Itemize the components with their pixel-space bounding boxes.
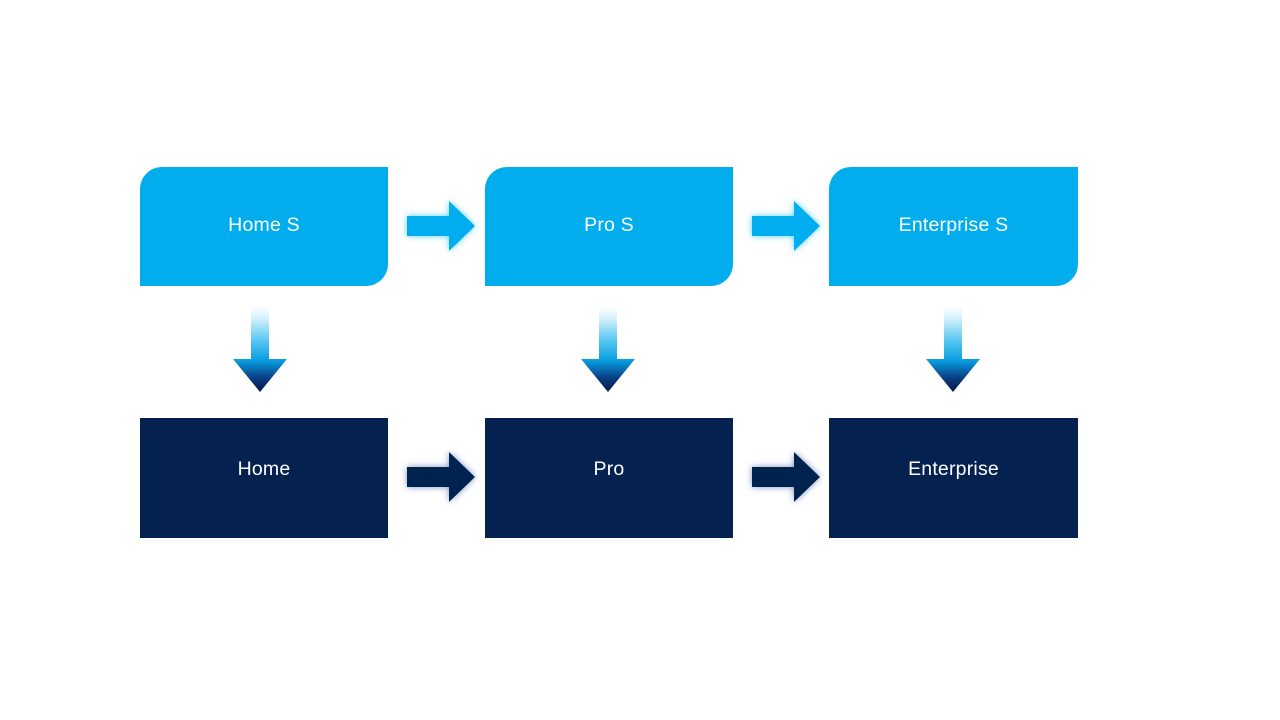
node-label: Pro S: [584, 213, 634, 236]
node-label: Pro: [593, 458, 625, 481]
node-label: Enterprise: [908, 458, 999, 481]
arrow-down-icon: [922, 306, 984, 394]
arrow-right-icon: [750, 197, 822, 255]
node-label: Home S: [228, 213, 300, 236]
arrow-right-icon: [750, 448, 822, 506]
node-enterprise[interactable]: Enterprise: [829, 418, 1078, 538]
node-pro[interactable]: Pro: [485, 418, 733, 538]
arrow-right-icon: [405, 448, 477, 506]
node-home-s[interactable]: Home S: [140, 167, 388, 286]
node-enterprise-s[interactable]: Enterprise S: [829, 167, 1078, 286]
arrow-right-icon: [405, 197, 477, 255]
node-home[interactable]: Home: [140, 418, 388, 538]
node-pro-s[interactable]: Pro S: [485, 167, 733, 286]
node-label: Home: [237, 458, 291, 481]
node-label: Enterprise S: [898, 213, 1009, 236]
arrow-down-icon: [229, 306, 291, 394]
arrow-down-icon: [577, 306, 639, 394]
